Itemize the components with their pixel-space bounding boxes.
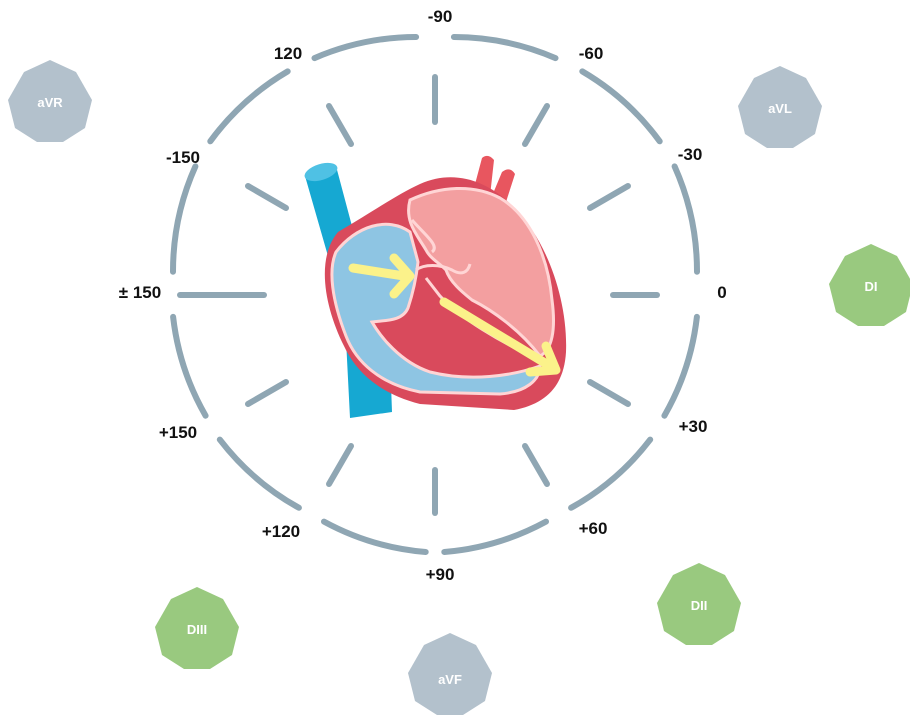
septum bbox=[415, 263, 472, 275]
lead-di: DI bbox=[829, 244, 910, 326]
angle-label-plus-90: +90 bbox=[426, 565, 455, 584]
angle-label-pm-150: ± 150 bbox=[119, 283, 161, 302]
lead-avr: aVR bbox=[8, 60, 92, 142]
vena-cava-opening bbox=[304, 162, 338, 182]
angle-label-minus-90: -90 bbox=[428, 7, 453, 26]
angle-label-zero: 0 bbox=[717, 283, 726, 302]
angle-label-plus-30: +30 bbox=[679, 417, 708, 436]
angle-label-minus-150: -150 bbox=[166, 148, 200, 167]
angle-label-120: 120 bbox=[274, 44, 302, 63]
heart-icon bbox=[304, 155, 567, 418]
angle-label-plus-60: +60 bbox=[579, 519, 608, 538]
lead-dii: DII bbox=[657, 563, 741, 645]
lead-label-diii: DIII bbox=[187, 622, 207, 637]
angle-label-minus-60: -60 bbox=[579, 44, 604, 63]
lead-label-di: DI bbox=[865, 279, 878, 294]
lead-avl: aVL bbox=[738, 66, 822, 148]
atrium-fold bbox=[410, 219, 436, 254]
lead-label-avr: aVR bbox=[37, 95, 63, 110]
axis-ring bbox=[169, 34, 701, 555]
ventricle-blue bbox=[330, 222, 542, 396]
lead-avf: aVF bbox=[408, 633, 492, 715]
angle-label-plus-150: +150 bbox=[159, 423, 197, 442]
lead-label-dii: DII bbox=[691, 598, 708, 613]
atrium-pink bbox=[407, 187, 555, 358]
axis-ticks bbox=[177, 74, 660, 516]
lead-label-avf: aVF bbox=[438, 672, 462, 687]
angle-label-minus-30: -30 bbox=[678, 145, 703, 164]
electrical-axis-arrow-icon bbox=[348, 253, 561, 377]
lead-diii: DIII bbox=[155, 587, 239, 669]
angle-label-plus-120: +120 bbox=[262, 522, 300, 541]
lead-label-avl: aVL bbox=[768, 101, 792, 116]
